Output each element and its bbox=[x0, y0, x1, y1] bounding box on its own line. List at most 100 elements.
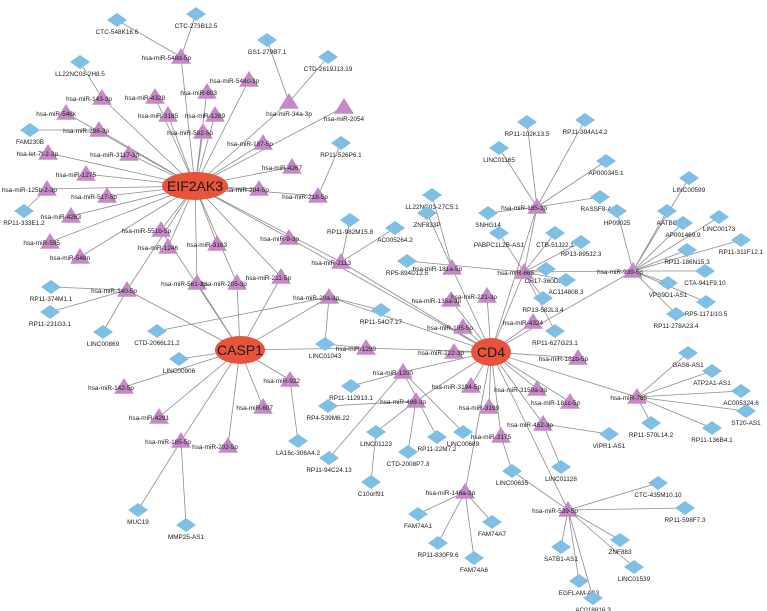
lncrna-node-snhg14[interactable] bbox=[478, 206, 498, 220]
lncrna-node-ap000345-1[interactable] bbox=[596, 154, 616, 168]
mirna-node-hsa-mir-181c-5p[interactable] bbox=[560, 393, 580, 409]
lncrna-node-rp11-278a23-4[interactable] bbox=[666, 307, 686, 321]
lncrna-node-rp11-136b4-1[interactable] bbox=[702, 421, 722, 435]
lncrna-node-linc01123[interactable] bbox=[366, 425, 386, 439]
mirna-node-hsa-mir-603[interactable] bbox=[197, 83, 217, 99]
mirna-node-hsa-mir-146a-3p[interactable] bbox=[455, 483, 475, 499]
lncrna-node-fam74a6[interactable] bbox=[464, 551, 484, 565]
lncrna-node-ctd-2619j13-19[interactable] bbox=[318, 50, 338, 64]
lncrna-node-ap001469-9[interactable] bbox=[673, 216, 693, 230]
lncrna-node-rp11-102k13-5[interactable] bbox=[517, 115, 537, 129]
lncrna-node-linc00906[interactable] bbox=[169, 352, 189, 366]
hub-node-cd4[interactable] bbox=[471, 338, 511, 366]
lncrna-node-rp11-311f12-1[interactable] bbox=[731, 233, 751, 247]
lncrna-node-linc01043[interactable] bbox=[315, 337, 335, 351]
lncrna-node-ctc-548k16-6[interactable] bbox=[107, 13, 127, 27]
lncrna-node-rp13-582l3-4[interactable] bbox=[533, 291, 553, 305]
mirna-node-hsa-mir-2113[interactable] bbox=[331, 253, 351, 269]
mirna-node-hsa-mir-939-5p[interactable] bbox=[623, 262, 643, 278]
lncrna-node-rp5-1171i10-5[interactable] bbox=[696, 295, 716, 309]
mirna-node-hsa-mir-221-3p[interactable] bbox=[477, 287, 497, 303]
mirna-node-hsa-mir-9-3p[interactable] bbox=[279, 229, 299, 245]
mirna-node-hsa-mir-4324[interactable] bbox=[523, 313, 543, 329]
mirna-node-hsa-mir-202-5p[interactable] bbox=[218, 437, 238, 453]
mirna-node-hsa-mir-187-5p[interactable] bbox=[253, 134, 273, 150]
lncrna-node-ac005264-2[interactable] bbox=[385, 221, 405, 235]
mirna-node-hsa-mir-1275[interactable] bbox=[76, 165, 96, 181]
mirna-node-hsa-mir-4267[interactable] bbox=[282, 158, 302, 174]
mirna-node-hsa-mir-185-3p[interactable] bbox=[527, 198, 547, 214]
lncrna-node-ctc-435m10-10[interactable] bbox=[648, 476, 668, 490]
lncrna-node-rp11-231g3-1[interactable] bbox=[40, 305, 60, 319]
mirna-node-hsa-mir-204-5p[interactable] bbox=[249, 180, 269, 196]
mirna-node-hsa-mir-3199[interactable] bbox=[479, 398, 499, 414]
mirna-node-hsa-mir-1246[interactable] bbox=[158, 238, 178, 254]
mirna-node-hsa-mir-135a-3p[interactable] bbox=[441, 291, 461, 307]
mirna-node-hsa-mir-3194-5p[interactable] bbox=[461, 377, 481, 393]
lncrna-node-ctd-2008p7-3[interactable] bbox=[398, 445, 418, 459]
mirna-node-hsa-mir-143-3p[interactable] bbox=[92, 89, 112, 105]
mirna-node-hsa-mir-3185[interactable] bbox=[158, 106, 178, 122]
lncrna-node-hp09025[interactable] bbox=[607, 204, 627, 218]
lncrna-node-vipr1-as1[interactable] bbox=[599, 427, 619, 441]
mirna-node-hsa-mir-205-3p[interactable] bbox=[227, 274, 247, 290]
mirna-node-hsa-mir-34a-3p[interactable] bbox=[279, 93, 299, 109]
mirna-node-hsa-mir-595[interactable] bbox=[40, 233, 60, 249]
mirna-node-hsa-mir-4328[interactable] bbox=[145, 88, 165, 104]
mirna-node-hsa-mir-607[interactable] bbox=[253, 398, 273, 414]
mirna-node-hsa-mir-2054[interactable] bbox=[334, 98, 354, 114]
lncrna-node-rp11-112913-1[interactable] bbox=[341, 379, 361, 393]
lncrna-node-mmp25-as1[interactable] bbox=[176, 518, 196, 532]
lncrna-node-ch17-360d5-1[interactable] bbox=[536, 262, 556, 276]
lncrna-node-fam74a1[interactable] bbox=[408, 507, 428, 521]
mirna-node-hsa-mir-4291[interactable] bbox=[149, 408, 169, 424]
lncrna-node-atp2a1-as1[interactable] bbox=[702, 364, 722, 378]
mirna-node-hsa-mir-105-5p[interactable] bbox=[453, 318, 473, 334]
lncrna-node-ctb-51j22-1[interactable] bbox=[545, 226, 565, 240]
lncrna-node-linc00635[interactable] bbox=[502, 464, 522, 478]
lncrna-node-ac114808-3[interactable] bbox=[556, 273, 576, 287]
lncrna-node-rp13-895j2-3[interactable] bbox=[571, 235, 591, 249]
mirna-node-hsa-mir-181b-5p[interactable] bbox=[568, 349, 588, 365]
lncrna-node-rp11-333e1-2[interactable] bbox=[14, 204, 34, 218]
mirna-node-hsa-mir-582-5p[interactable] bbox=[193, 123, 213, 139]
lncrna-node-rp11-627g23-1[interactable] bbox=[545, 324, 565, 338]
mirna-node-hsa-mir-3163[interactable] bbox=[207, 235, 227, 251]
lncrna-node-linc00869[interactable] bbox=[93, 325, 113, 339]
lncrna-node-rp11-570l14-2[interactable] bbox=[641, 416, 661, 430]
lncrna-node-rp11-54o7-17[interactable] bbox=[371, 303, 391, 317]
mirna-node-hsa-mir-548c-3p[interactable] bbox=[239, 71, 259, 87]
lncrna-node-linc00173[interactable] bbox=[709, 210, 729, 224]
lncrna-node-rp11-598f7-3[interactable] bbox=[675, 501, 695, 515]
lncrna-node-pabpc1l2b-as1[interactable] bbox=[489, 226, 509, 240]
lncrna-node-la16c-306a4-2[interactable] bbox=[288, 434, 308, 448]
lncrna-node-linc00599[interactable] bbox=[679, 171, 699, 185]
lncrna-node-rp5-894d12-5[interactable] bbox=[397, 254, 417, 268]
mirna-node-hsa-mir-452-3p[interactable] bbox=[533, 415, 553, 431]
mirna-node-hsa-mir-1200[interactable] bbox=[393, 363, 413, 379]
mirna-node-hsa-mir-561-3p[interactable] bbox=[187, 274, 207, 290]
hub-node-eif2ak3[interactable] bbox=[162, 172, 228, 200]
mirna-node-hsa-mir-340-5p[interactable] bbox=[117, 281, 137, 297]
mirna-node-hsa-mir-1290[interactable] bbox=[356, 339, 376, 355]
lncrna-node-ac018816-3[interactable] bbox=[583, 591, 603, 605]
lncrna-node-muc19[interactable] bbox=[128, 503, 148, 517]
lncrna-node-rp11-526p6-1[interactable] bbox=[331, 136, 351, 150]
mirna-node-hsa-mir-3150a-3p[interactable] bbox=[527, 380, 547, 396]
lncrna-node-aatbc[interactable] bbox=[657, 204, 677, 218]
mirna-node-hsa-mir-3175[interactable] bbox=[491, 427, 511, 443]
lncrna-node-rp11-394a14-2[interactable] bbox=[575, 113, 595, 127]
lncrna-node-linc00689[interactable] bbox=[453, 425, 473, 439]
lncrna-node-rp11-374m1-1[interactable] bbox=[41, 280, 61, 294]
mirna-node-hsa-mir-218-5p[interactable] bbox=[308, 187, 328, 203]
lncrna-node-ll22nc03-2h8-5[interactable] bbox=[70, 55, 90, 69]
lncrna-node-ac005324-6[interactable] bbox=[731, 384, 751, 398]
mirna-node-hsa-mir-142-5p[interactable] bbox=[114, 378, 134, 394]
lncrna-node-c10orf91[interactable] bbox=[361, 475, 381, 489]
lncrna-node-cta-941f9-10[interactable] bbox=[695, 264, 715, 278]
mirna-node-hsa-mir-765[interactable] bbox=[627, 388, 647, 404]
mirna-node-hsa-mir-548n[interactable] bbox=[70, 248, 90, 264]
mirna-node-hsa-mir-1289[interactable] bbox=[205, 106, 225, 122]
mirna-node-hsa-mir-517-5p[interactable] bbox=[97, 187, 117, 203]
lncrna-node-satb1-as1[interactable] bbox=[551, 540, 571, 554]
